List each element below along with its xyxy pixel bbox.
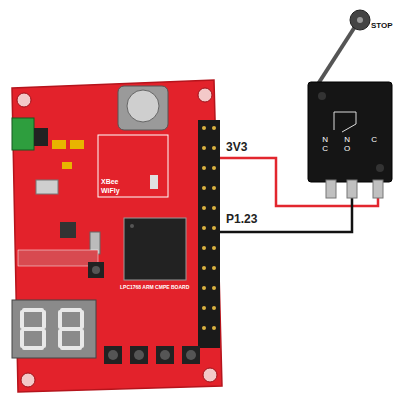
- terminal-label: N O: [344, 136, 350, 154]
- pin-label: 3V3: [226, 141, 247, 154]
- board-text: WiFly: [101, 187, 120, 195]
- board-text: LPC1768 ARM CMPE BOARD: [120, 285, 189, 291]
- pin-label: P1.23: [226, 213, 257, 226]
- wire-p1-23: [220, 196, 352, 232]
- dev-board: [12, 80, 222, 392]
- board-text: XBee: [101, 178, 119, 186]
- micro-switch: [308, 10, 392, 198]
- terminal-label: C: [371, 136, 377, 145]
- terminal-label: N C: [322, 136, 328, 154]
- part-label: STOP: [371, 22, 393, 31]
